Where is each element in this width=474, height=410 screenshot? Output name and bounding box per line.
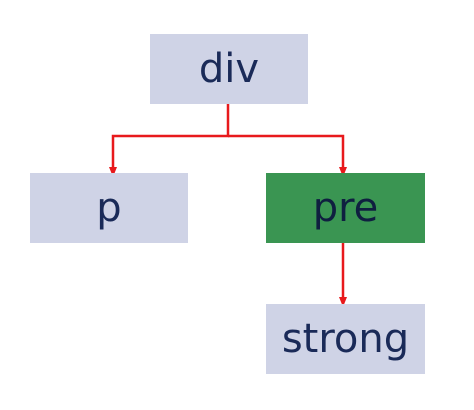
node-p-label: p <box>96 185 122 231</box>
connector-div-to-pre <box>228 134 347 177</box>
node-p: p <box>30 173 188 243</box>
node-div-label: div <box>198 46 260 92</box>
node-strong: strong <box>266 304 425 374</box>
node-strong-label: strong <box>281 316 410 362</box>
node-pre: pre <box>266 173 425 243</box>
connector-div-to-p <box>109 104 230 177</box>
node-pre-label: pre <box>312 185 379 231</box>
node-div: div <box>150 34 308 104</box>
